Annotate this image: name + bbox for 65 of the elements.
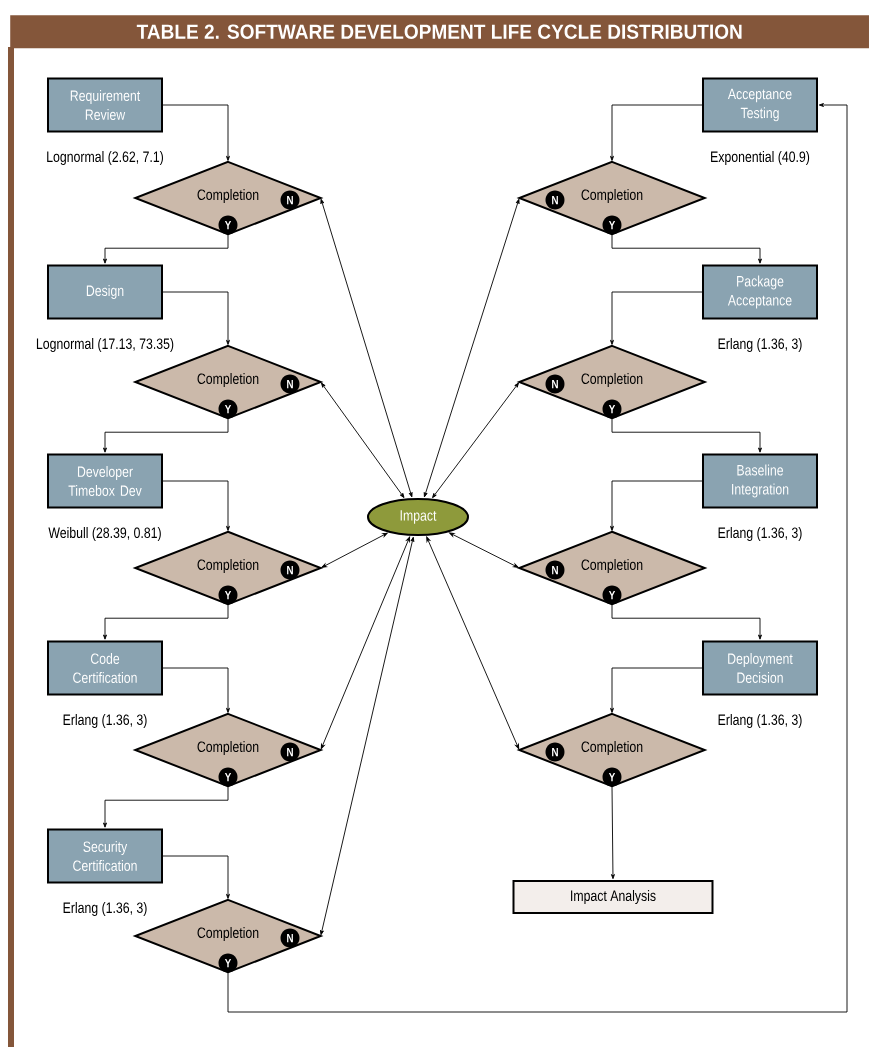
answer-badge: N xyxy=(545,742,565,762)
answer-badge: N xyxy=(545,374,565,394)
process-box: Code Certification xyxy=(47,640,163,696)
distribution-label: Exponential (40.9) xyxy=(711,151,810,165)
process-box: Requirement Review xyxy=(47,77,163,133)
process-box: Package Acceptance xyxy=(702,264,818,320)
arrow xyxy=(611,233,762,264)
answer-badge: N xyxy=(280,560,300,580)
process-box: Acceptance Testing xyxy=(702,77,818,133)
answer-badge: N xyxy=(280,742,300,762)
arrow xyxy=(611,785,615,880)
answer-badge: Y xyxy=(218,215,238,235)
distribution-label: Erlang (1.36, 3) xyxy=(63,902,147,916)
arrow xyxy=(103,603,229,640)
process-box: Design xyxy=(47,264,163,320)
arrow xyxy=(162,667,230,713)
arrow xyxy=(103,417,229,453)
result-box: Impact Analysis xyxy=(512,880,714,914)
answer-badge: N xyxy=(545,190,565,210)
arrow xyxy=(611,417,762,453)
arrow xyxy=(320,198,413,498)
arrow xyxy=(320,536,411,750)
answer-badge: N xyxy=(280,374,300,394)
process-box: Developer Timebox Dev xyxy=(47,453,163,509)
arrow xyxy=(611,603,762,640)
answer-badge: N xyxy=(280,190,300,210)
process-box: Security Certification xyxy=(47,828,163,884)
answer-badge: Y xyxy=(602,399,622,419)
arrow xyxy=(449,532,519,568)
answer-badge: Y xyxy=(602,585,622,605)
distribution-label: Erlang (1.36, 3) xyxy=(718,527,802,541)
arrow xyxy=(610,667,703,713)
answer-badge: Y xyxy=(218,767,238,787)
arrow xyxy=(426,536,520,750)
answer-badge: N xyxy=(280,928,300,948)
answer-badge: Y xyxy=(218,585,238,605)
arrow xyxy=(320,536,415,936)
distribution-label: Erlang (1.36, 3) xyxy=(63,714,147,728)
answer-badge: Y xyxy=(602,767,622,787)
arrow xyxy=(321,532,388,568)
distribution-label: Erlang (1.36, 3) xyxy=(718,338,802,352)
answer-badge: N xyxy=(545,560,565,580)
answer-badge: Y xyxy=(218,953,238,973)
arrow xyxy=(162,855,230,899)
arrow xyxy=(610,291,703,345)
arrow xyxy=(162,480,230,531)
distribution-label: Lognormal (2.62, 7.1) xyxy=(47,151,163,165)
arrow xyxy=(162,104,230,161)
distribution-label: Erlang (1.36, 3) xyxy=(718,714,802,728)
arrow xyxy=(610,480,703,531)
arrow xyxy=(103,233,229,264)
arrow xyxy=(227,103,848,1013)
arrow xyxy=(321,382,405,498)
answer-badge: Y xyxy=(602,215,622,235)
process-box: Baseline Integration xyxy=(702,453,818,509)
answer-badge: Y xyxy=(218,399,238,419)
arrow xyxy=(103,785,229,828)
arrow xyxy=(423,198,520,498)
distribution-label: Weibull (28.39, 0.81) xyxy=(48,527,161,541)
title-bar: TABLE 2. SOFTWARE DEVELOPMENT LIFE CYCLE DISTRIBUTION xyxy=(10,15,869,49)
arrow xyxy=(162,291,230,345)
distribution-label: Lognormal (17.13, 73.35) xyxy=(36,338,174,352)
arrow xyxy=(432,382,519,499)
arrow xyxy=(610,104,703,161)
process-box: Deployment Decision xyxy=(702,640,818,696)
